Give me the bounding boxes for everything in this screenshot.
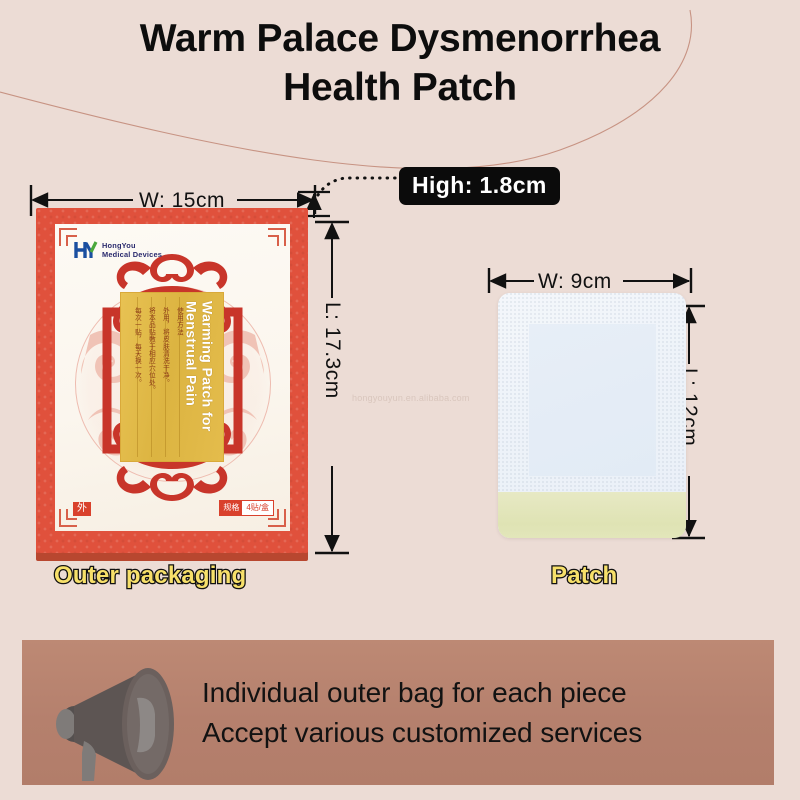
watermark: hongyouyun.en.alibaba.com — [352, 393, 470, 403]
corner-fret-icon — [59, 497, 89, 527]
box-length-label: L: 17.3cm — [321, 302, 344, 399]
corner-fret-icon — [256, 228, 286, 258]
promo-banner: Individual outer bag for each piece Acce… — [22, 640, 774, 785]
product-yellow-label: Warming Patch for Menstrual Pain 使用方法 外用… — [119, 291, 224, 462]
spec-badge: 规格 4贴/盒 — [219, 500, 274, 516]
banner-line-1: Individual outer bag for each piece — [202, 676, 627, 708]
patch-inner-pad — [529, 324, 656, 476]
patch-width-label: W: 9cm — [538, 270, 612, 293]
caption-patch: Patch — [550, 561, 619, 591]
box-front-face: HongYou Medical Devices Warming Patch fo… — [36, 208, 308, 553]
brand-logo-text: HongYou Medical Devices — [102, 241, 162, 260]
page-title: Warm Palace Dysmenorrhea Health Patch — [0, 14, 800, 112]
label-chinese-column: 使用方法 — [175, 306, 183, 336]
label-chinese-column: 将本品贴敷于相应穴位处。 — [147, 306, 155, 393]
brand-name-line-2: Medical Devices — [102, 250, 163, 259]
corner-fret-icon — [256, 497, 286, 527]
title-line-1: Warm Palace Dysmenorrhea — [139, 17, 661, 60]
label-chinese-column: 每次一贴，每天换一次。 — [133, 306, 141, 386]
banner-text: Individual outer bag for each piece Acce… — [202, 673, 642, 753]
box-height-badge: High: 1.8cm — [399, 167, 560, 205]
banner-line-2: Accept various customized services — [202, 716, 643, 748]
brand-logo: HongYou Medical Devices — [74, 240, 162, 260]
spec-value: 4贴/盒 — [242, 501, 273, 515]
patch-product — [498, 293, 686, 538]
caption-outer-packaging: Outer packaging — [53, 561, 248, 591]
external-use-stamp: 外 — [73, 502, 91, 516]
patch-adhesive-strip — [498, 492, 686, 538]
box-label-area: HongYou Medical Devices Warming Patch fo… — [55, 224, 290, 531]
label-chinese-column: 外用，将皮肤清洗干净。 — [161, 306, 169, 386]
label-english-title: Warming Patch for Menstrual Pain — [183, 300, 216, 432]
box-width-label: W: 15cm — [139, 189, 225, 212]
spec-key: 规格 — [220, 501, 243, 515]
brand-name-line-1: HongYou — [102, 240, 136, 250]
title-line-2: Health Patch — [283, 66, 517, 110]
corner-fret-icon — [59, 228, 89, 258]
hy-logo-mark-icon — [74, 240, 98, 260]
megaphone-icon — [22, 640, 202, 785]
outer-packaging-box: HongYou Medical Devices Warming Patch fo… — [36, 208, 308, 561]
